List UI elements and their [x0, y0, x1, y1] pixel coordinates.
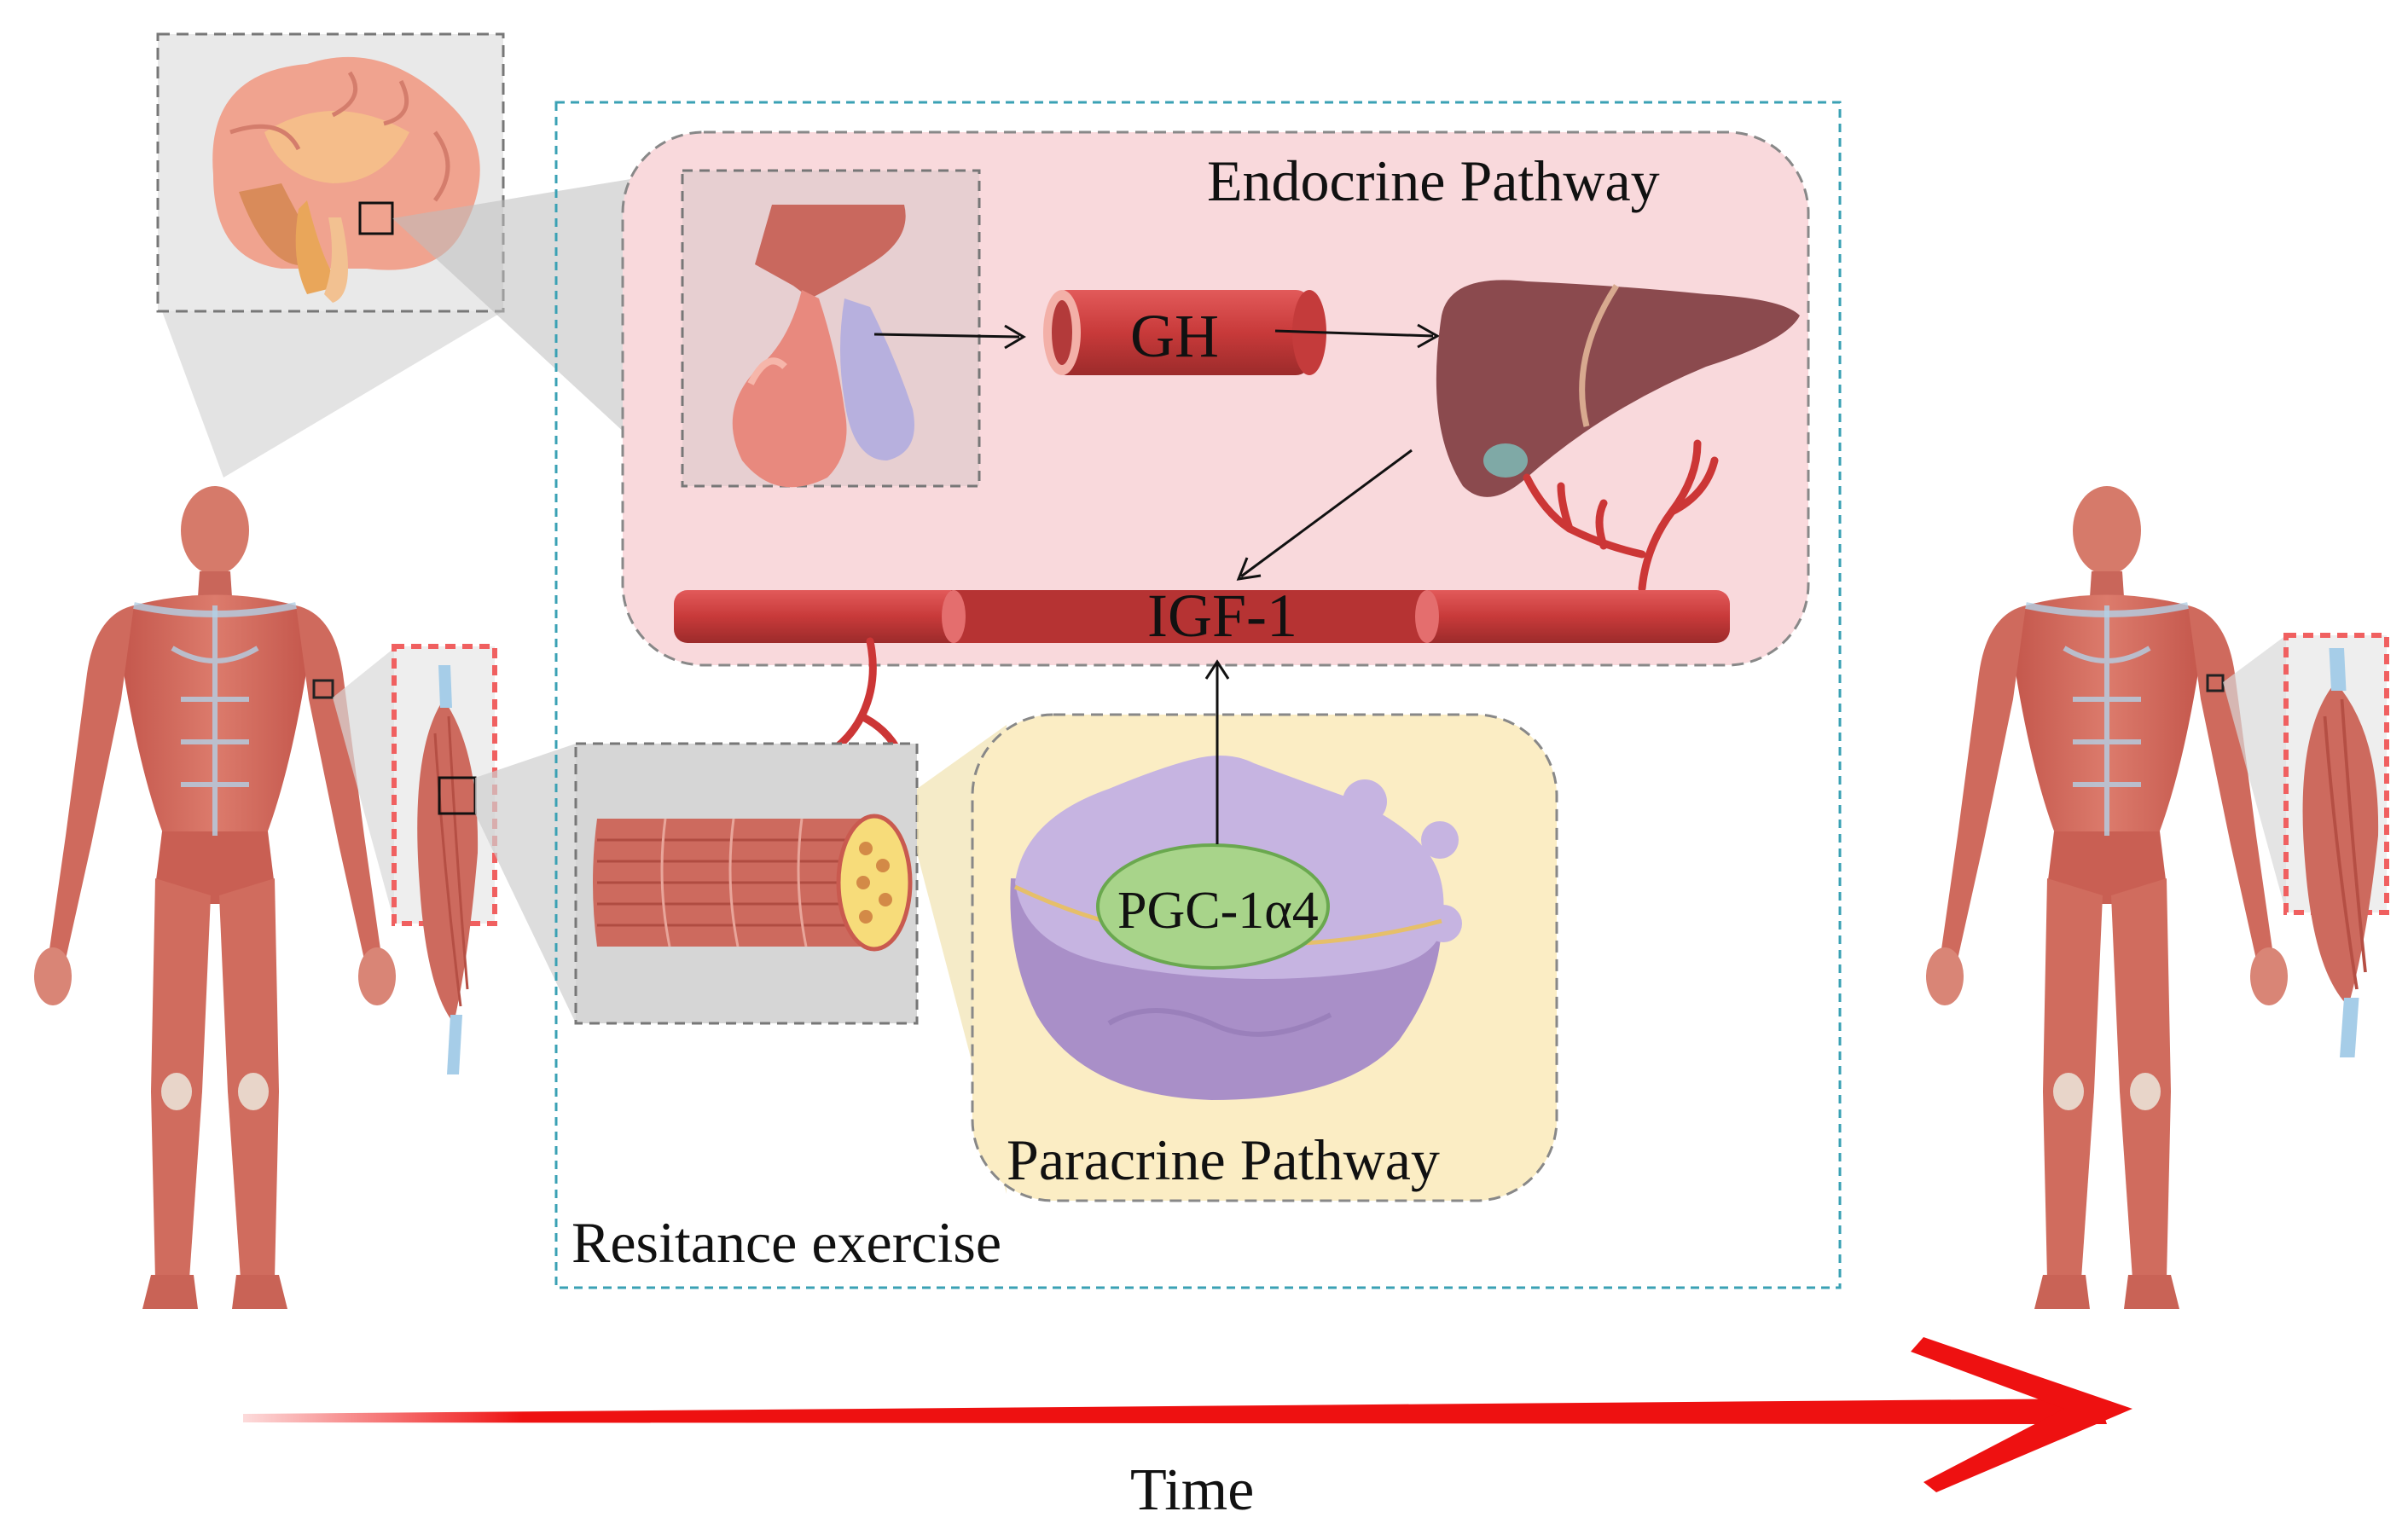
pituitary-zoom-wedge [392, 171, 682, 486]
muscle-zoom-wedge-left [333, 648, 394, 921]
pituitary-icon [732, 205, 914, 488]
human-body-icon-after [1926, 486, 2288, 1309]
nucleus-icon [1096, 843, 1330, 970]
igf1-label: IGF-1 [1147, 582, 1297, 650]
brain-zoom-wedge [162, 311, 503, 478]
liver-vessel-branches [1523, 439, 1719, 593]
liver-icon [1436, 280, 1800, 497]
blood-vessel-icon-gh [1043, 290, 1326, 375]
human-body-icon-before [34, 486, 396, 1309]
gh-label: GH [1130, 302, 1219, 370]
pgc-label: PGC-1α4 [1117, 882, 1319, 940]
muscle-zoom-wedge-right [2223, 635, 2286, 912]
paracrine-pathway-label: Paracrine Pathway [1007, 1127, 1440, 1192]
time-arrow [243, 1399, 2107, 1424]
time-label: Time [1130, 1457, 1254, 1523]
arrow-gh-to-liver [1274, 329, 1434, 338]
arm-selection-box-small-right [2206, 674, 2225, 692]
fiber-zoom-wedge [475, 744, 576, 1023]
arrow-liver-to-igf1 [1240, 449, 1413, 578]
resistance-exercise-label: Resitance exercise [572, 1210, 1001, 1275]
resistance-exercise-frame [554, 101, 1842, 1289]
endocrine-pathway-label: Endocrine Pathway [1207, 148, 1660, 213]
muscle-fiber-icon [593, 814, 913, 952]
time-arrow-head [1911, 1337, 2132, 1492]
arrow-pituitary-to-gh [873, 333, 1020, 339]
blood-vessel-icon-main [674, 590, 1730, 643]
arm-selection-box-small [312, 679, 334, 699]
